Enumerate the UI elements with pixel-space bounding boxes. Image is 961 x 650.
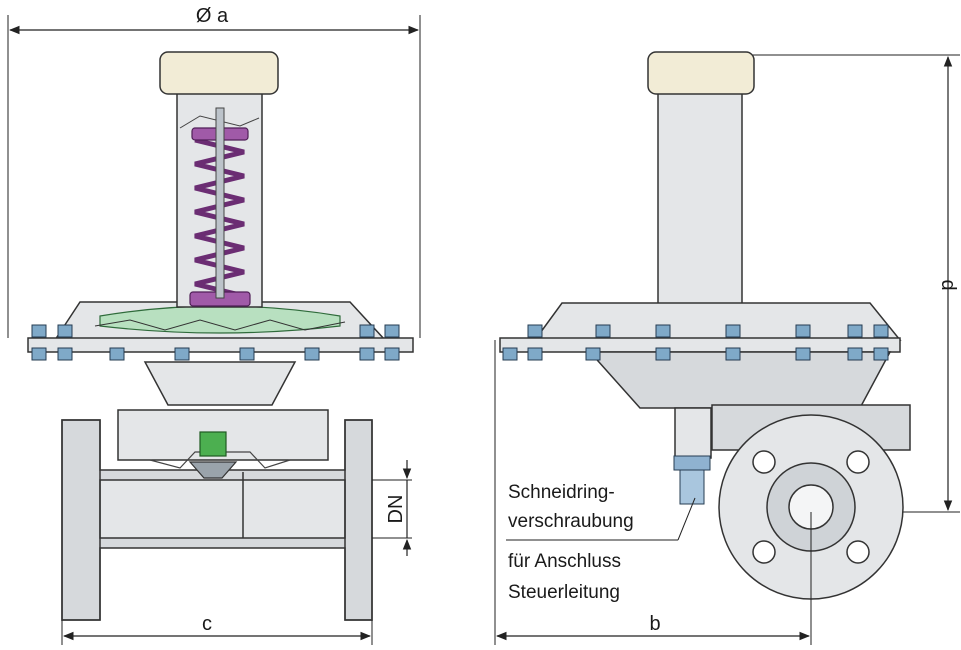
bolt-icon — [31, 324, 47, 338]
bolt-icon — [847, 347, 863, 361]
flange-hole-icon — [846, 540, 870, 564]
bolts-left — [31, 324, 400, 361]
bolt-icon — [109, 347, 125, 361]
bolt-icon — [873, 347, 889, 361]
bolt-icon — [174, 347, 190, 361]
bolt-icon — [655, 324, 671, 338]
bolt-icon — [57, 324, 73, 338]
left-view: Ø a — [7, 5, 421, 645]
housing-flange — [27, 337, 414, 353]
flange-hole-icon — [846, 450, 870, 474]
valve-plug — [199, 431, 227, 457]
fitting-nut — [673, 455, 711, 471]
cap-right — [647, 51, 755, 95]
bolt-icon — [873, 324, 889, 338]
bolts-right — [502, 324, 889, 361]
bolt-icon — [527, 347, 543, 361]
bolt-icon — [304, 347, 320, 361]
bolt-icon — [595, 324, 611, 338]
flow-channel — [99, 479, 346, 539]
bolt-icon — [31, 347, 47, 361]
right-view: d — [494, 51, 960, 645]
flange-hole-icon — [752, 540, 776, 564]
bolt-icon — [239, 347, 255, 361]
housing-flange-side — [499, 337, 901, 353]
control-pipe — [674, 407, 712, 459]
dim-c-label: c — [202, 613, 212, 635]
inlet-flange — [61, 419, 101, 621]
diaphragm-housing-side — [533, 302, 902, 341]
outlet-flange — [344, 419, 373, 621]
bolt-icon — [725, 347, 741, 361]
spring-column — [657, 91, 743, 305]
bolt-icon — [359, 324, 375, 338]
bolt-icon — [585, 347, 601, 361]
dim-dn-label: DN — [385, 495, 407, 524]
flange-hole-icon — [752, 450, 776, 474]
bolt-icon — [359, 347, 375, 361]
bolt-icon — [384, 347, 400, 361]
bolt-icon — [847, 324, 863, 338]
adjusting-spindle — [215, 107, 225, 299]
bolt-icon — [795, 324, 811, 338]
bolt-icon — [725, 324, 741, 338]
fitting-sleeve — [679, 469, 705, 505]
dim-d-label: d — [937, 279, 959, 290]
bolt-icon — [795, 347, 811, 361]
callout-line-2: verschraubung — [508, 511, 634, 532]
callout-leader — [677, 497, 696, 541]
callout-line-4: Steuerleitung — [508, 582, 620, 603]
bolt-icon — [57, 347, 73, 361]
bolt-icon — [527, 324, 543, 338]
section-break-line — [94, 319, 346, 331]
housing-neck — [143, 361, 297, 406]
bolt-icon — [655, 347, 671, 361]
callout-line-1: Schneidring- — [508, 482, 615, 503]
bolt-icon — [384, 324, 400, 338]
cap-left — [159, 51, 279, 95]
valve-disc — [188, 461, 238, 479]
bolt-icon — [502, 347, 518, 361]
callout-line-3: für Anschluss — [508, 551, 621, 572]
dim-a-label: Ø a — [196, 5, 229, 27]
dim-b-label: b — [649, 613, 660, 635]
